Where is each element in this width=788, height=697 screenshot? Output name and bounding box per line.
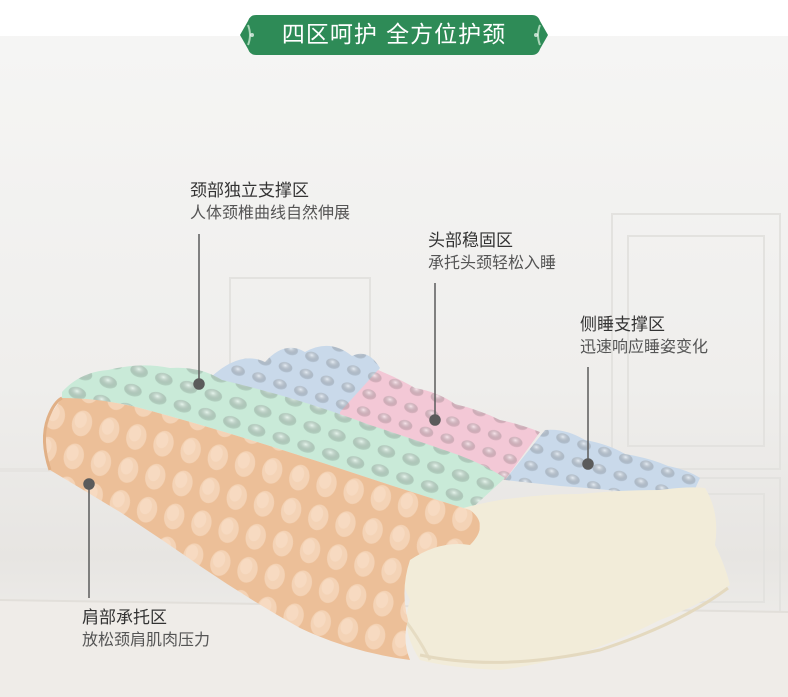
banner-ribbon-icon (240, 15, 548, 55)
shoulder-zone (43, 398, 481, 660)
callout-title: 头部稳固区 (428, 231, 513, 251)
callout-head-zone: 头部稳固区 承托头颈轻松入睡 (428, 230, 556, 274)
pillow-base (398, 487, 730, 670)
header-banner: 四区呵护 全方位护颈 (238, 13, 550, 57)
callout-subtitle: 人体颈椎曲线自然伸展 (190, 203, 351, 222)
callout-title: 肩部承托区 (82, 608, 167, 628)
callout-subtitle: 放松颈肩肌肉压力 (82, 630, 211, 649)
banner-title: 四区呵护 全方位护颈 (281, 22, 507, 48)
side-zone-right (505, 429, 700, 500)
callout-title: 颈部独立支撑区 (190, 181, 309, 201)
head-zone (340, 370, 540, 480)
callout-shoulder-zone: 肩部承托区 放松颈肩肌肉压力 (82, 607, 210, 651)
neck-zone (62, 365, 505, 510)
callout-subtitle: 迅速响应睡姿变化 (580, 337, 709, 356)
callout-title: 侧睡支撑区 (580, 315, 665, 335)
callout-lines (83, 234, 594, 598)
pillow-illustration (43, 345, 730, 670)
callout-neck-zone: 颈部独立支撑区 人体颈椎曲线自然伸展 (190, 180, 350, 224)
callout-subtitle: 承托头颈轻松入睡 (428, 253, 557, 272)
callout-side-zone: 侧睡支撑区 迅速响应睡姿变化 (580, 314, 708, 358)
